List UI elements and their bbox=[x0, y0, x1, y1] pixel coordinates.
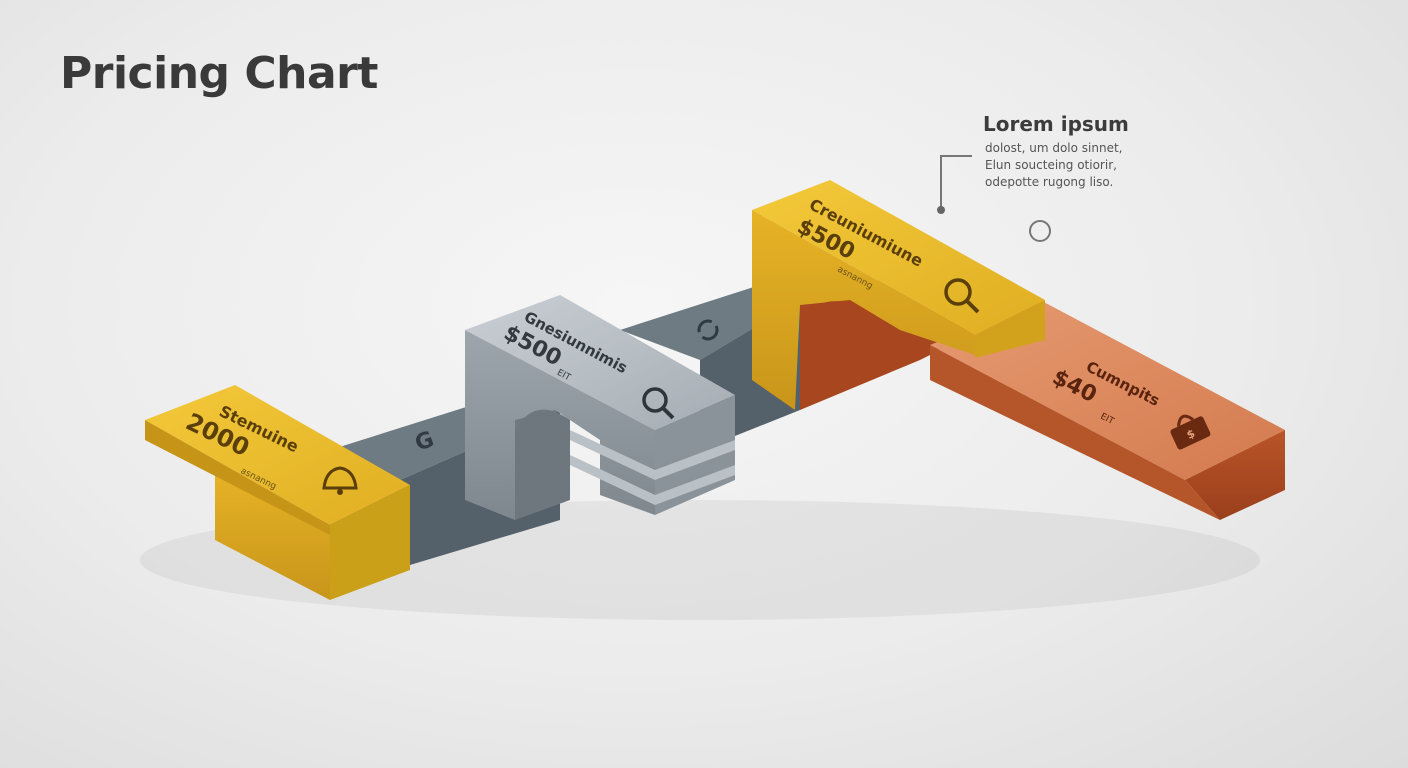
callout-line: Elun soucteing otiorir, bbox=[985, 158, 1117, 172]
tier-gold-right-block bbox=[752, 180, 1045, 410]
page-title: Pricing Chart bbox=[60, 48, 378, 99]
recycle-icon bbox=[697, 319, 719, 341]
callout-line: odepotte rugong liso. bbox=[985, 175, 1114, 189]
tier-silver-block bbox=[465, 295, 735, 520]
tier-gold-left-block bbox=[145, 385, 410, 600]
callout-ring-icon bbox=[1029, 220, 1051, 242]
callout-line: dolost, um dolo sinnet, bbox=[985, 141, 1123, 155]
callout-connector bbox=[937, 155, 1051, 242]
bell-icon bbox=[322, 466, 358, 495]
magnifier-icon bbox=[944, 278, 980, 314]
callout-title: Lorem ipsum bbox=[983, 112, 1129, 136]
magnifier-icon bbox=[642, 387, 675, 420]
shopping-bag-icon: $ bbox=[1170, 414, 1211, 450]
